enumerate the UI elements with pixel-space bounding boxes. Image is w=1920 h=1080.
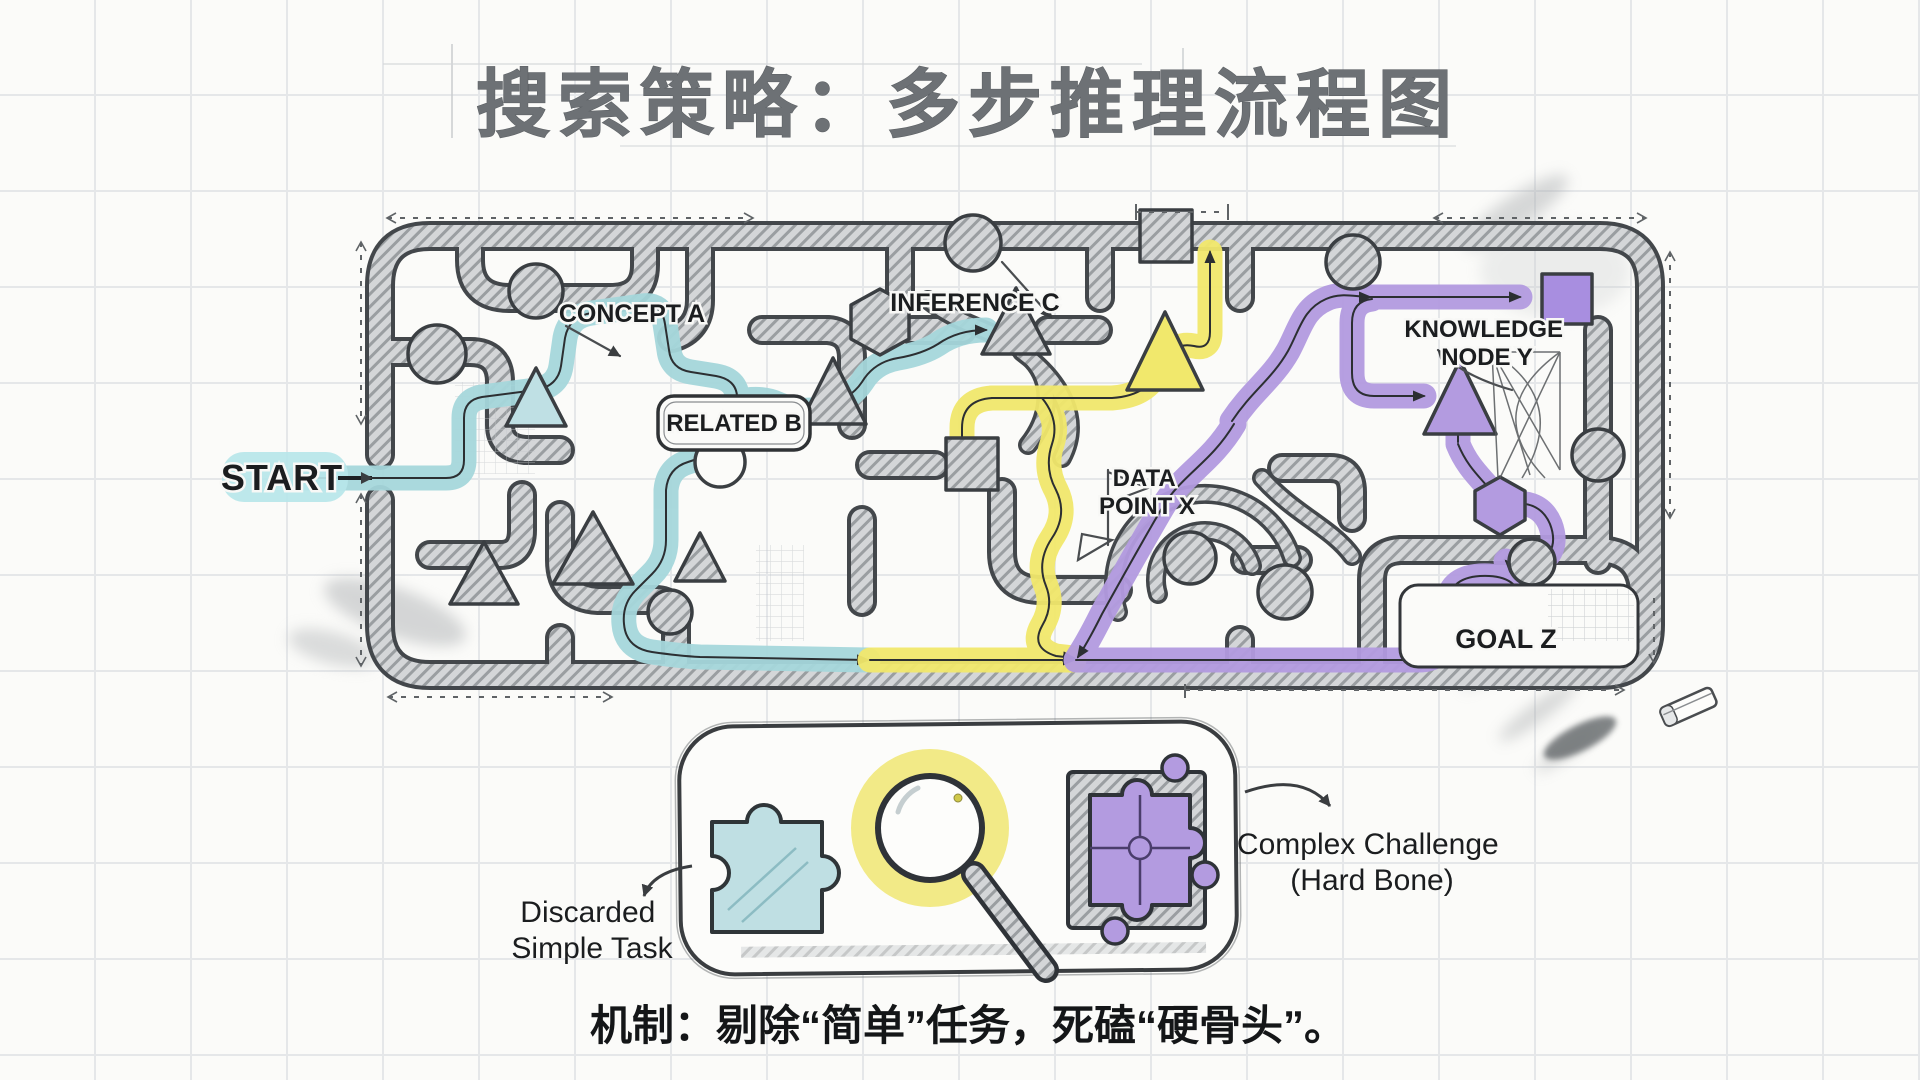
circle-node	[1507, 537, 1557, 587]
square-node-purple	[1540, 272, 1594, 326]
triangle-node	[551, 510, 635, 586]
complex-arrow-icon	[1244, 783, 1332, 807]
inference-arrow-icon	[1000, 260, 1054, 320]
maze-labels: START CONCEPT A RELATED B INFERENCE C DA…	[218, 287, 1569, 657]
circle-node	[1324, 233, 1382, 291]
page-title: 搜索策略：多步推理流程图	[476, 63, 1460, 146]
dimension-lines	[355, 211, 1676, 703]
square-node	[944, 436, 1000, 492]
data-point-x-label: DATA POINT X	[1099, 465, 1195, 520]
triangle-node-teal	[504, 366, 568, 428]
puzzle-piece-icon	[710, 803, 841, 934]
circle-node	[1256, 563, 1314, 621]
circle-node	[507, 262, 565, 320]
hexagon-node-purple	[1473, 475, 1527, 537]
blueprint-grid-patch	[1548, 589, 1634, 641]
complex-label: Complex Challenge (Hard Bone)	[1237, 828, 1507, 897]
triangle-node-yellow	[1125, 310, 1205, 392]
start-label-group: START	[218, 452, 373, 502]
dimension-ticks	[1135, 204, 1229, 698]
hatch-shading	[741, 941, 1207, 958]
mechanism-caption: 机制：剔除“简单”任务，死磕“硬骨头”。	[590, 1002, 1346, 1049]
goal-z-label: GOAL Z	[1455, 624, 1557, 654]
start-label: START	[221, 457, 343, 498]
pennant-icon	[1076, 532, 1116, 563]
start-highlight	[222, 452, 348, 502]
knowledge-node-y-label: KNOWLEDGE NODE Y	[1404, 316, 1569, 371]
hexagon-node	[849, 287, 911, 357]
concept-arrow-icon	[564, 324, 622, 358]
goal-z-area	[1398, 583, 1640, 669]
blueprint-grid-patch	[756, 545, 804, 641]
related-b-label: RELATED B	[666, 410, 802, 437]
circle-node	[646, 588, 694, 636]
maze-shapes	[406, 208, 1626, 636]
circle-node	[943, 213, 1003, 273]
circle-node	[406, 323, 468, 385]
inference-c-label: INFERENCE C	[890, 289, 1059, 317]
discarded-arrow-icon	[641, 864, 693, 897]
circle-node	[1570, 427, 1626, 483]
assembled-puzzle-icon	[1066, 753, 1220, 946]
triangle-node-purple	[1422, 358, 1498, 436]
pencil-smudge	[288, 628, 376, 668]
title-block: 搜索策略：多步推理流程图	[383, 44, 1460, 147]
concept-a-label: CONCEPT A	[559, 300, 705, 328]
magnifier-icon	[851, 749, 1059, 983]
discarded-label: Discarded Simple Task	[511, 896, 673, 965]
triangle-node	[673, 531, 727, 583]
eraser-icon	[1659, 686, 1718, 728]
pencil-smudge	[1498, 682, 1578, 742]
related-b-node	[656, 394, 812, 452]
magnifier-halo	[851, 749, 1009, 907]
triangle-node	[798, 356, 868, 426]
triangle-node	[980, 286, 1052, 356]
dark-pencil-smudge	[1543, 716, 1617, 760]
triangle-node	[448, 540, 520, 606]
circle-node	[1162, 530, 1218, 586]
pennant-icon	[1106, 468, 1152, 547]
square-node	[1138, 208, 1194, 264]
string-art-sketch	[1491, 351, 1561, 479]
